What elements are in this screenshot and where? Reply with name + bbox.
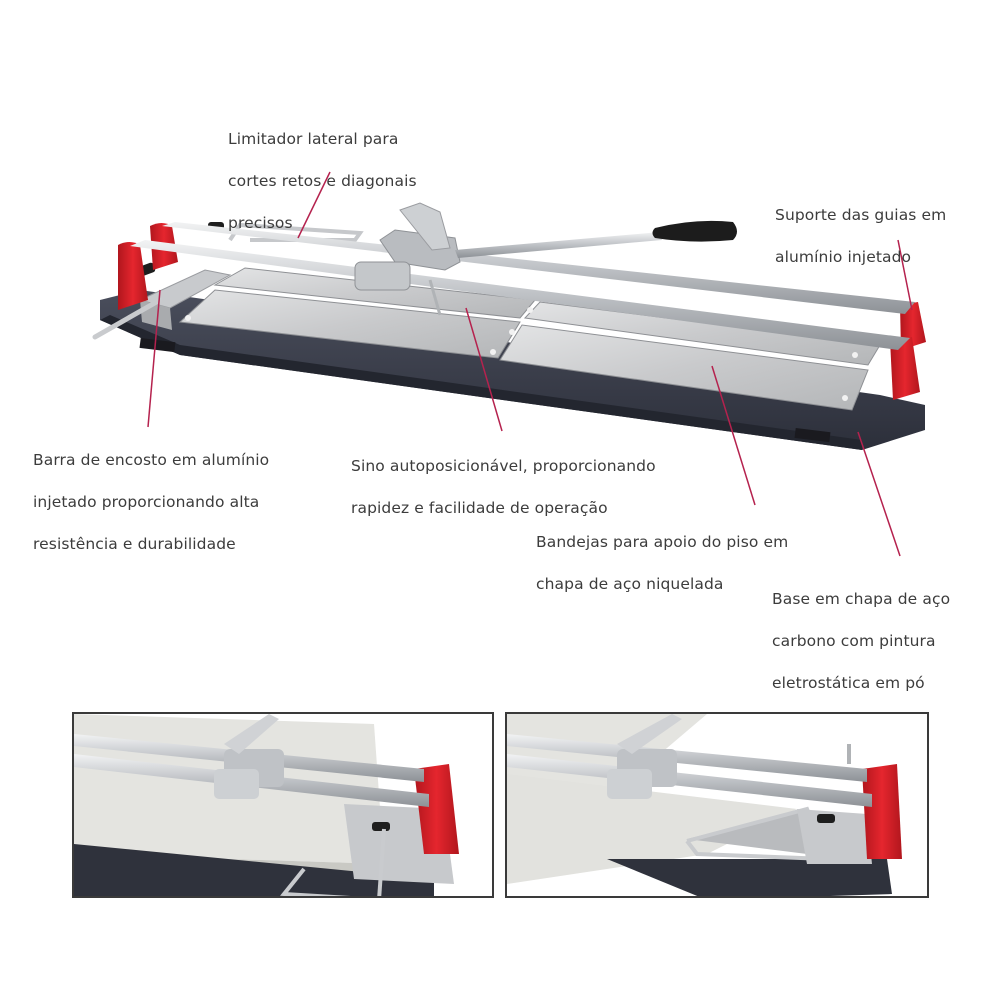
annotation-stop-bar: Barra de encosto em alumínio injetado pr… [33, 451, 270, 553]
leader-line-base [857, 431, 901, 557]
leader-line-stop-bar [147, 289, 161, 428]
tile-cutter-illustration [92, 171, 926, 557]
leader-lines [147, 171, 913, 557]
lever-handle [455, 220, 737, 258]
annotation-self-positioning-bell: Sino autoposicionável, proporcionando ra… [351, 457, 656, 517]
stop-bar [92, 262, 232, 340]
guide-rods [130, 222, 915, 350]
leader-line-side-limiter [297, 171, 331, 239]
annotation-trays: Bandejas para apoio do piso em chapa de … [536, 533, 789, 593]
tile-cutter-diagonal-cut-photo-icon [507, 714, 902, 896]
straight-cut-detail-panel [72, 712, 494, 898]
annotation-side-limiter: Limitador lateral para cortes retos e di… [228, 130, 417, 232]
leader-line-trays [711, 365, 756, 506]
annotation-base: Base em chapa de aço carbono com pintura… [772, 590, 951, 692]
leader-line-bell [465, 307, 503, 432]
diagonal-cut-detail-panel [505, 712, 929, 898]
support-trays [178, 267, 881, 411]
tile-cutter-straight-cut-photo-icon [74, 714, 459, 896]
guide-supports [118, 223, 926, 400]
cutting-head [354, 202, 461, 316]
annotation-guide-support: Suporte das guias em alumínio injetado [775, 206, 947, 266]
leader-line-guide-support [897, 239, 913, 311]
